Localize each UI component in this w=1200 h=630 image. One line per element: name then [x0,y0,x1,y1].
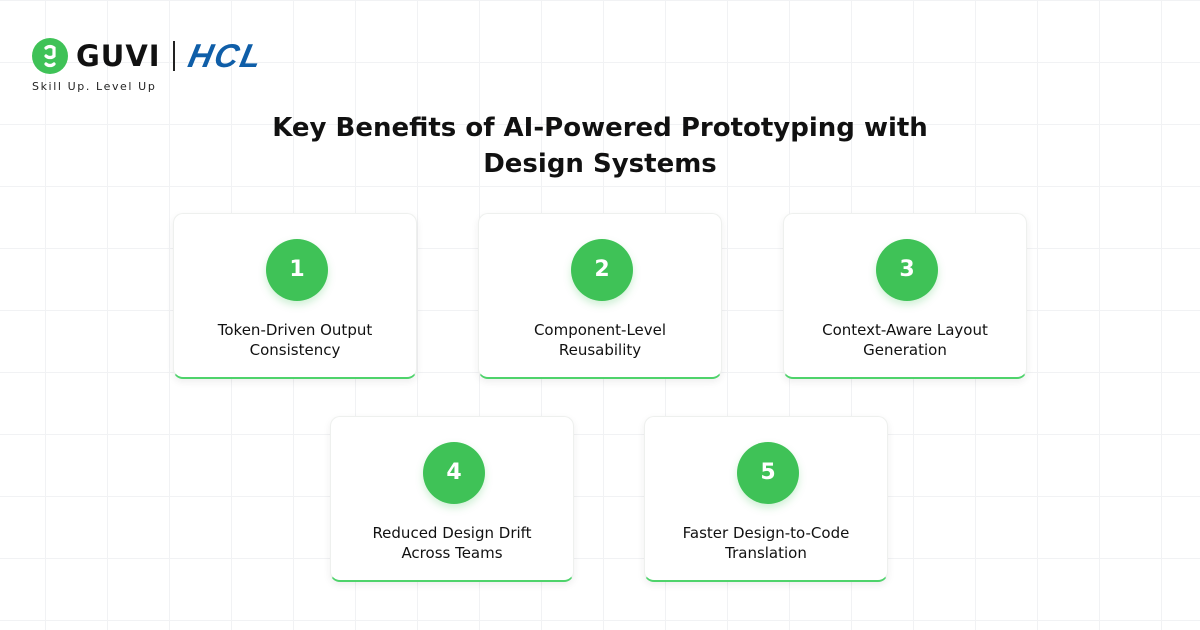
benefit-label: Token-Driven Output Consistency [184,320,406,360]
brand-header: GUVI HCL Skill Up. Level Up [32,36,332,96]
page-title: Key Benefits of AI-Powered Prototyping w… [200,110,1000,182]
benefit-number-badge: 2 [571,239,633,301]
page-title-line-2: Design Systems [483,149,717,179]
benefit-label-line-2: Across Teams [401,544,503,562]
benefit-label-line-1: Context-Aware Layout [822,321,988,339]
benefit-label-line-1: Reduced Design Drift [372,524,532,542]
benefit-card-3: 3 Context-Aware Layout Generation [783,213,1027,379]
guvi-logo-icon [32,38,68,74]
benefit-label: Context-Aware Layout Generation [794,320,1016,360]
benefit-label-line-1: Component-Level [533,321,667,339]
benefit-label-line-1: Token-Driven Output [217,321,373,339]
benefit-card-5: 5 Faster Design-to-Code Translation [644,416,888,582]
benefit-number-badge: 5 [737,442,799,504]
brand-tagline: Skill Up. Level Up [32,80,157,93]
benefit-label: Faster Design-to-Code Translation [655,523,877,563]
benefit-label: Component-Level Reusability [489,320,711,360]
benefit-label: Reduced Design Drift Across Teams [341,523,563,563]
logo-row: GUVI HCL [32,36,332,76]
benefit-label-line-1: Faster Design-to-Code [682,524,850,542]
logo-divider [172,41,175,71]
benefit-label-line-2: Generation [863,341,947,359]
benefit-label-line-2: Consistency [249,341,341,359]
benefit-number-badge: 4 [423,442,485,504]
benefit-label-line-2: Translation [725,544,807,562]
benefit-label-line-2: Reusability [558,341,642,359]
benefit-card-4: 4 Reduced Design Drift Across Teams [330,416,574,582]
hcl-wordmark: HCL [184,37,267,74]
benefit-number-badge: 3 [876,239,938,301]
benefit-number-badge: 1 [266,239,328,301]
page-title-line-1: Key Benefits of AI-Powered Prototyping w… [272,113,928,143]
benefit-card-1: 1 Token-Driven Output Consistency [173,213,417,379]
guvi-wordmark: GUVI [76,39,161,73]
benefit-card-2: 2 Component-Level Reusability [478,213,722,379]
